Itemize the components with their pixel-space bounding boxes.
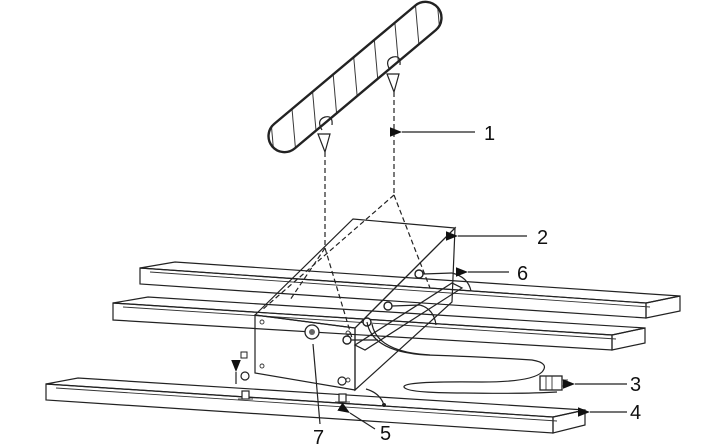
power-plug-icon <box>539 375 568 391</box>
callout-5: 5 <box>380 423 391 445</box>
chain-diagonals <box>261 194 431 339</box>
support-bar-back <box>139 261 681 319</box>
hanging-bar <box>267 0 443 154</box>
chain-right <box>386 56 401 195</box>
callout-7: 7 <box>313 427 324 448</box>
output-wires <box>342 269 472 345</box>
screw-left-icon <box>238 371 253 400</box>
driver-box <box>253 218 464 392</box>
support-bar-front <box>45 377 586 434</box>
callout-2: 2 <box>537 227 548 249</box>
callout-arrows <box>231 127 627 430</box>
support-bar-middle <box>112 296 646 351</box>
screw-left-hole <box>240 351 248 359</box>
callout-4: 4 <box>630 402 641 424</box>
callout-1: 1 <box>484 123 495 145</box>
chain-left <box>317 116 333 248</box>
screw-right-icon <box>335 376 350 403</box>
callout-6: 6 <box>517 263 528 285</box>
dimmer-knob-icon <box>304 324 320 340</box>
connector-plug-icon <box>365 388 386 407</box>
mounting-screws <box>238 351 386 407</box>
power-cord <box>366 321 558 394</box>
callout-3: 3 <box>630 374 641 396</box>
